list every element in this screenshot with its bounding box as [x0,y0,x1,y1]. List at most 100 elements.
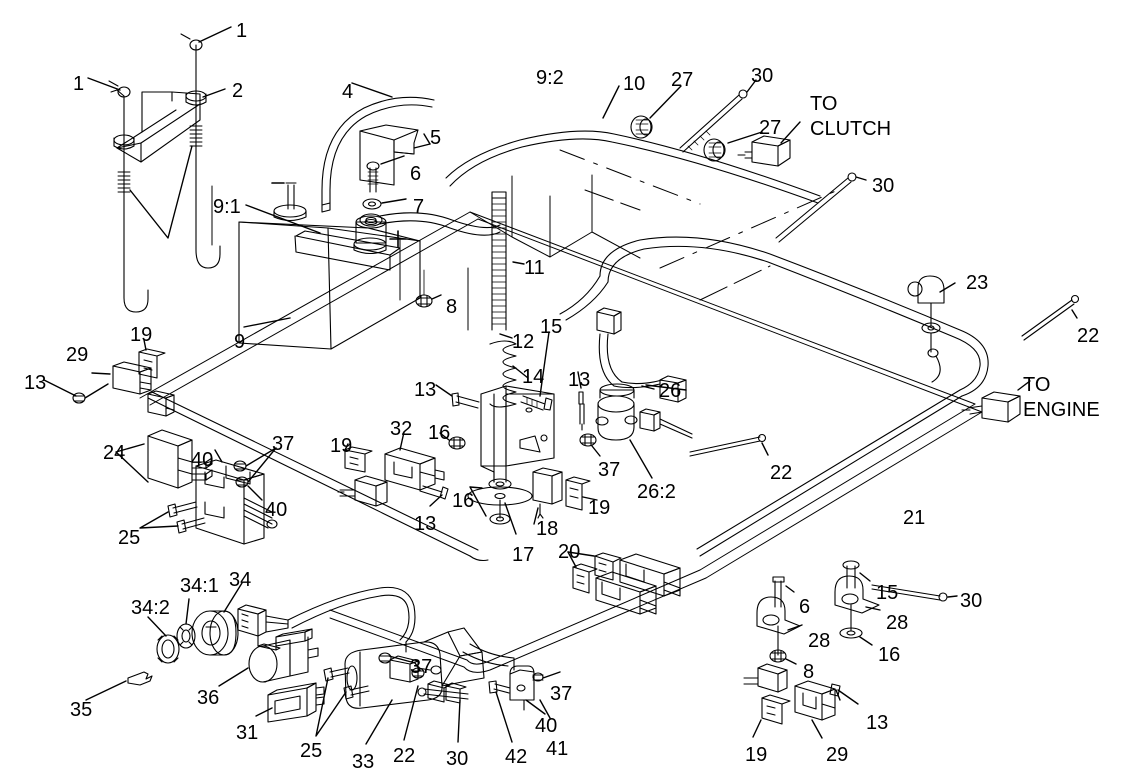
callout-c37b: 37 [598,459,621,481]
chassis-frame [139,174,983,673]
callout-c342: 34:2 [131,597,170,619]
callout-c33: 33 [352,751,375,773]
callout-c8b: 8 [803,661,815,683]
connector-to-engine [961,380,1031,423]
callout-c1b: 1 [73,73,85,95]
callout-c91: 9:1 [213,196,241,218]
callout-c23: 23 [966,272,989,294]
grommet-27-b [703,131,763,162]
callout-c27a: 27 [671,69,694,91]
text-label-to-clutch: TO CLUTCH [810,92,891,142]
cable-tie-22-a [1021,294,1080,341]
callout-c19c: 19 [588,497,611,519]
callout-c13b: 13 [414,379,437,401]
callout-c16a: 16 [428,422,451,444]
callout-c22c: 22 [393,745,416,767]
harness-main-loop [559,236,989,557]
callout-c19a: 19 [130,324,153,346]
bracket-40-41-42 [488,665,561,743]
connector-29-lower-right [743,663,859,739]
callout-c30a: 30 [751,65,774,87]
callout-c29b: 29 [826,744,849,766]
callout-c13e: 13 [866,712,889,734]
callout-c28b: 28 [808,630,831,652]
callout-c25b: 25 [300,740,323,762]
callout-c7: 7 [413,196,425,218]
callout-c18: 18 [536,518,559,540]
callout-c5: 5 [430,127,442,149]
switch-panel-left [115,429,278,545]
callout-c12: 12 [512,331,535,353]
callout-c6b: 6 [799,596,811,618]
callout-c16c: 16 [878,644,901,666]
cable-tie-22-b [689,433,769,457]
battery-holddown-group [87,26,232,313]
callout-c26: 26 [659,380,682,402]
callout-c27b: 27 [759,117,782,139]
callout-c10: 10 [623,73,646,95]
callout-c1a: 1 [236,20,248,42]
callout-c21: 21 [903,507,926,529]
callout-c16b: 16 [452,490,475,512]
switch-36 [218,628,319,687]
battery-group [238,182,421,350]
callout-c11: 11 [524,257,545,279]
callout-c40b: 40 [265,499,288,521]
callout-c29a: 29 [66,344,89,366]
text-label-line1: TO [1023,374,1051,396]
harness-left-run [147,391,489,562]
ignition-switch-group [85,582,416,701]
callout-c30b: 30 [872,175,895,197]
callout-c36: 36 [197,687,220,709]
callout-c13a: 13 [24,372,47,394]
battery-cable-group [321,82,501,308]
connector-mid-left [147,390,175,417]
callout-c6a: 6 [410,163,422,185]
callout-c30c: 30 [960,590,983,612]
harness-10 [445,85,821,204]
text-label-line2: ENGINE [1023,399,1100,421]
switch-31 [255,682,325,723]
callout-c42: 42 [505,746,528,768]
harness-bottom-curve [462,643,515,671]
callout-c35: 35 [70,699,93,721]
shaft-assembly [435,191,598,535]
callout-c34: 34 [229,569,252,591]
grommet-27-a [630,85,682,139]
callout-c262: 26:2 [637,481,676,503]
text-label-to-engine: TO ENGINE [1023,373,1100,423]
callout-c40c: 40 [535,715,558,737]
callout-c8a: 8 [446,296,458,318]
callout-c92: 9:2 [536,67,564,89]
callout-c15b: 15 [876,582,899,604]
callout-c20: 20 [558,541,581,563]
callout-c22b: 22 [770,462,793,484]
callout-c31: 31 [236,722,259,744]
text-label-line1: TO [810,93,838,115]
callout-c28a: 28 [886,612,909,634]
callout-c30d: 30 [446,748,469,770]
callout-c17: 17 [512,544,535,566]
callout-c37a: 37 [272,433,295,455]
lower-harness-module [315,627,485,745]
text-label-line2: CLUTCH [810,118,892,140]
callout-c13c: 13 [568,369,591,391]
callout-c341: 34:1 [180,575,219,597]
connector-to-clutch [737,121,801,167]
callout-c2: 2 [232,80,244,102]
component-23 [907,275,956,383]
callout-c4: 4 [342,81,354,103]
solenoid-26-group [577,307,693,479]
callout-c19d: 19 [745,744,768,766]
cable-tie-30-a [679,79,757,153]
connector-blocks-20 [567,551,681,615]
callout-c13d: 13 [414,513,437,535]
callout-c40a: 40 [191,449,214,471]
cable-tie-30-right [871,584,958,602]
callout-c41: 41 [546,738,569,760]
callout-c37d: 37 [550,683,573,705]
cable-tie-30-b [775,172,867,243]
callout-c9: 9 [234,331,246,353]
